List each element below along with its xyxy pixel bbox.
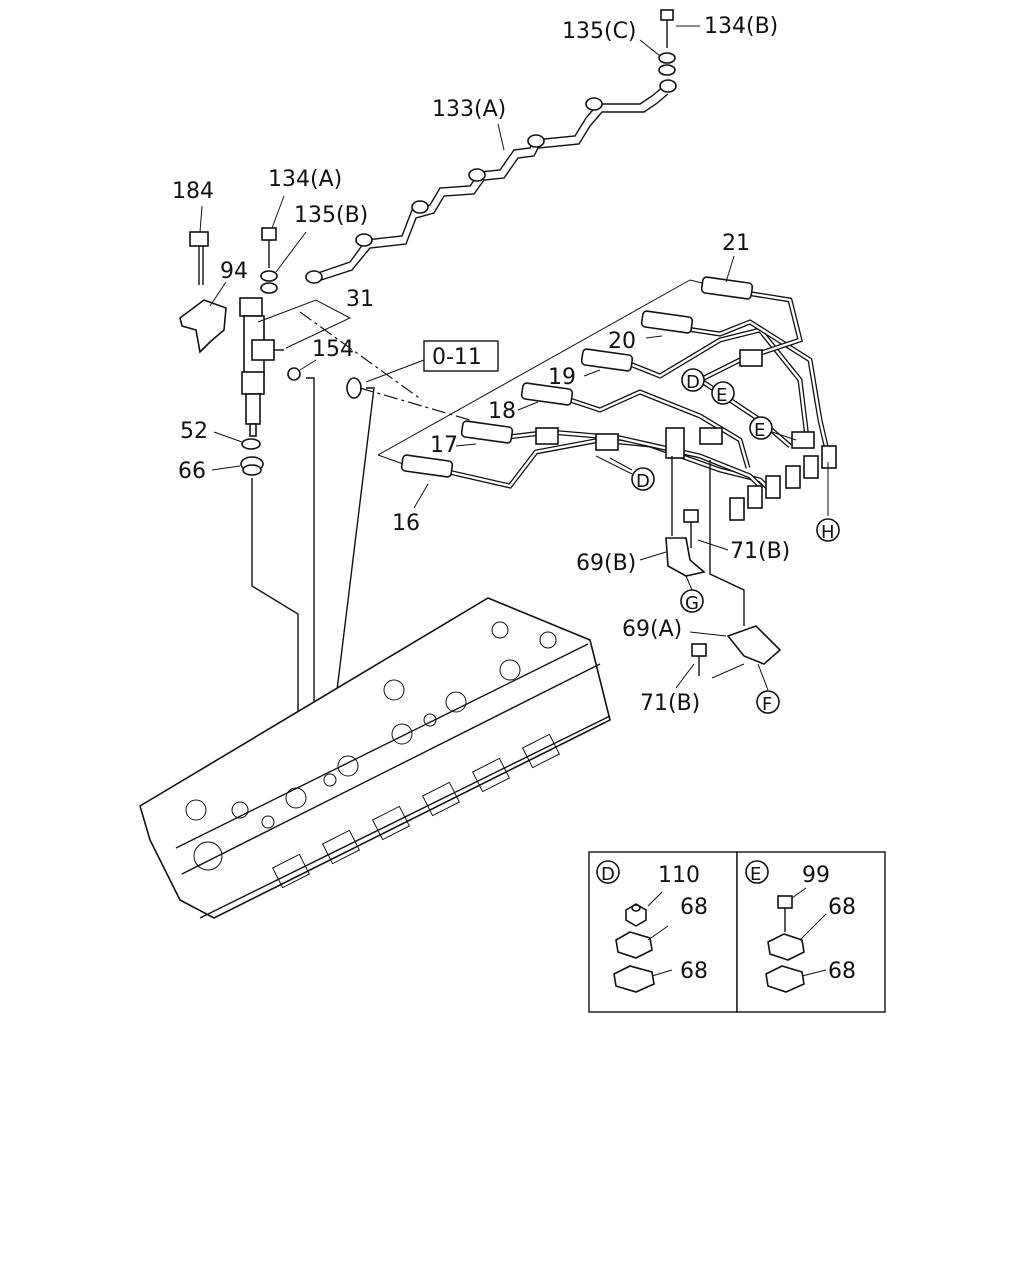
leader-17	[455, 443, 477, 447]
callout-f: F	[756, 690, 780, 715]
callout-g: G	[680, 589, 704, 614]
svg-text:D: D	[601, 864, 615, 885]
leader-21	[725, 255, 735, 283]
leader-69a	[689, 631, 727, 637]
detail-e-clamp-bottom-label: 68	[828, 959, 856, 984]
leader-g	[685, 575, 693, 591]
bolt-71b-bottom	[691, 643, 707, 676]
axis-line-2	[359, 387, 471, 421]
detail-e-clamp-top-label: 68	[828, 895, 856, 920]
leader-135b	[275, 231, 307, 273]
bracket-69a	[709, 460, 782, 665]
leader-0-11	[365, 359, 425, 383]
svg-text:G: G	[685, 593, 699, 614]
label-69b: 69(B)	[576, 551, 636, 576]
sleeve-66	[240, 456, 264, 476]
callout-e-2: E	[749, 416, 773, 441]
label-0-11: 0-11	[432, 345, 482, 370]
leader-94	[209, 281, 227, 307]
leader-52	[213, 431, 243, 443]
label-184: 184	[172, 179, 214, 204]
axis-line	[299, 311, 423, 401]
callout-d-1: D	[681, 368, 705, 393]
callout-e-1: E	[711, 381, 735, 406]
detail-e-tag: E	[745, 860, 769, 885]
label-154: 154	[312, 337, 354, 362]
detail-d-clamp-bottom-label: 68	[680, 959, 708, 984]
leader-134a	[271, 195, 285, 229]
callout-d-2: D	[631, 467, 655, 492]
o-ring-154	[287, 367, 301, 381]
detail-e-parts	[765, 895, 827, 993]
leader-16	[413, 483, 429, 509]
leader-71b-bottom	[675, 663, 695, 689]
label-135b: 135(B)	[294, 203, 368, 228]
leader-184	[199, 205, 203, 233]
leader-133a	[497, 123, 505, 151]
detail-d-clamp-top-label: 68	[680, 895, 708, 920]
leader-e-2	[771, 431, 797, 441]
label-21: 21	[722, 231, 750, 256]
bolt-134b	[658, 9, 676, 76]
svg-text:E: E	[754, 420, 765, 441]
callout-h: H	[816, 518, 840, 543]
label-71b-bottom: 71(B)	[640, 691, 700, 716]
leader-135c	[639, 39, 661, 57]
bolt-184	[189, 231, 209, 285]
bracket-69b	[665, 456, 706, 577]
injector-31	[239, 297, 284, 437]
label-52: 52	[180, 419, 208, 444]
guide-line-154	[306, 377, 315, 810]
label-31: 31	[346, 287, 374, 312]
detail-d-nut-label: 110	[658, 863, 700, 888]
leader-31	[257, 299, 352, 349]
bolt-134a	[260, 227, 278, 294]
label-134b: 134(B)	[704, 14, 778, 39]
injection-pipes	[377, 276, 837, 521]
leader-20	[645, 335, 663, 339]
svg-text:D: D	[686, 372, 700, 393]
leader-18	[517, 401, 539, 411]
leader-f	[711, 663, 769, 691]
label-134a: 134(A)	[268, 167, 342, 192]
label-94: 94	[220, 259, 248, 284]
svg-text:H: H	[821, 522, 835, 543]
label-19: 19	[548, 365, 576, 390]
leader-e-bolt	[791, 887, 807, 899]
leader-154	[299, 359, 317, 371]
label-133a: 133(A)	[432, 97, 506, 122]
svg-text:F: F	[762, 694, 772, 715]
leader-66	[211, 465, 241, 471]
label-17: 17	[430, 433, 458, 458]
reference-box	[423, 340, 499, 372]
leader-71b-top	[697, 539, 729, 551]
label-20: 20	[608, 329, 636, 354]
label-16: 16	[392, 511, 420, 536]
leader-69b	[639, 551, 667, 561]
washer-52	[241, 438, 261, 450]
leader-19	[583, 369, 601, 377]
svg-text:E: E	[716, 385, 727, 406]
label-69a: 69(A)	[622, 617, 682, 642]
bolt-71b-top	[683, 509, 699, 548]
guide-line-seal	[325, 387, 375, 781]
label-135c: 135(C)	[562, 19, 637, 44]
return-pipe-133a	[305, 79, 677, 284]
clamp-94	[179, 299, 227, 354]
detail-d-tag: D	[596, 860, 620, 885]
label-18: 18	[488, 399, 516, 424]
leader-d-nut	[647, 891, 663, 907]
leader-d-2	[595, 455, 633, 475]
seal-0-11	[346, 377, 362, 399]
svg-text:E: E	[750, 864, 761, 885]
cylinder-head	[139, 597, 611, 919]
detail-e-bolt-label: 99	[802, 863, 830, 888]
label-66: 66	[178, 459, 206, 484]
label-71b-top: 71(B)	[730, 539, 790, 564]
svg-text:D: D	[636, 471, 650, 492]
detail-d-parts	[613, 903, 673, 993]
